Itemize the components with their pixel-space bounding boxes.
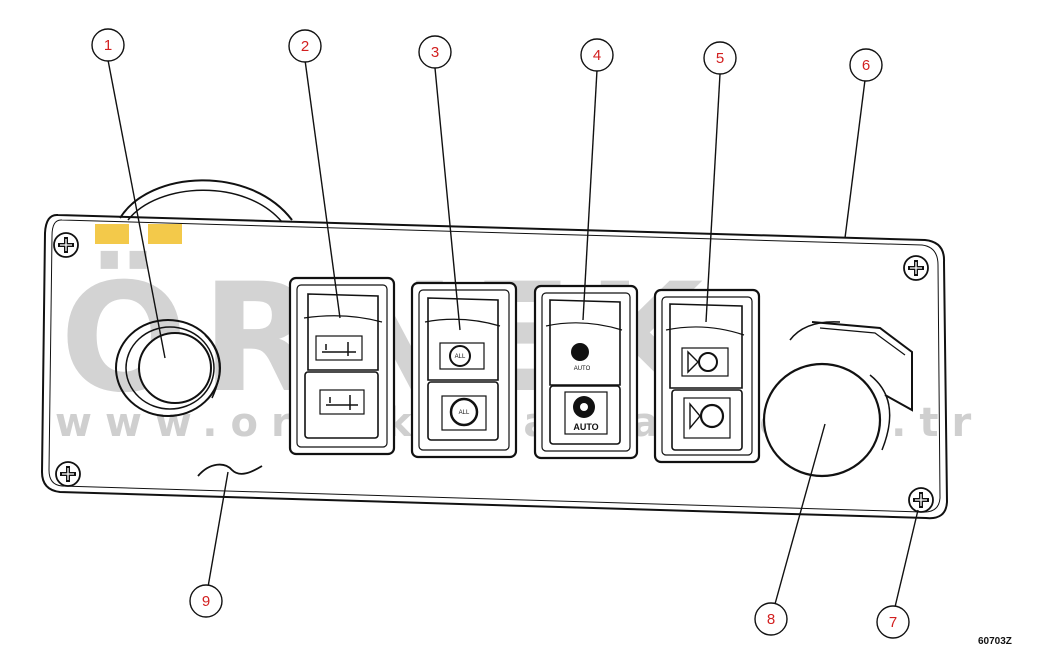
callout-3: 3 xyxy=(418,35,452,69)
rotary-knob xyxy=(762,321,913,478)
callout-2: 2 xyxy=(288,29,322,63)
rocker-switch-5 xyxy=(653,288,761,464)
sw4-top-label: AUTO xyxy=(574,366,591,372)
watermark-umlaut-dot xyxy=(95,224,129,244)
svg-text:7: 7 xyxy=(889,614,897,631)
leader-lines xyxy=(107,59,919,608)
svg-text:6: 6 xyxy=(862,57,870,74)
all-wheel-icon xyxy=(449,345,471,367)
engine-icon xyxy=(687,350,699,374)
sw3-bottom-label: ALL xyxy=(459,410,470,416)
rocker-switch-2 xyxy=(288,276,396,456)
svg-text:8: 8 xyxy=(767,611,775,628)
callout-6: 6 xyxy=(849,48,883,82)
svg-text:1: 1 xyxy=(104,37,112,54)
screw xyxy=(903,255,929,281)
callout-5: 5 xyxy=(703,41,737,75)
sw3-top-label: ALL xyxy=(455,354,466,360)
screw xyxy=(55,461,81,487)
rocker-switch-3: ALL ALL xyxy=(410,281,518,459)
rear-cable-inner xyxy=(127,189,283,223)
round-indicator-light xyxy=(115,319,221,417)
lower-symbol-icon xyxy=(319,389,365,415)
callout-7: 7 xyxy=(876,605,910,639)
engine-icon xyxy=(689,402,701,430)
watermark-umlaut-dot xyxy=(148,224,182,244)
svg-text:2: 2 xyxy=(301,38,309,55)
sw4-bottom-label: AUTO xyxy=(573,422,598,432)
all-wheel-icon xyxy=(449,397,479,427)
callout-9: 9 xyxy=(189,584,223,618)
svg-text:3: 3 xyxy=(431,44,439,61)
callout-8: 8 xyxy=(754,602,788,636)
svg-text:9: 9 xyxy=(202,593,210,610)
rocker-switch-4: AUTO AUTO xyxy=(533,284,639,460)
svg-text:5: 5 xyxy=(716,50,724,67)
svg-text:4: 4 xyxy=(593,47,601,64)
callout-1: 1 xyxy=(91,28,125,62)
auto-mode-icon xyxy=(571,343,589,361)
callout-4: 4 xyxy=(580,38,614,72)
rear-cable xyxy=(119,179,293,221)
screw xyxy=(908,487,934,513)
panel-label-squiggle xyxy=(197,463,263,477)
screw xyxy=(53,232,79,258)
lift-symbol-icon xyxy=(315,335,363,361)
figure-code: 60703Z xyxy=(978,636,1012,647)
